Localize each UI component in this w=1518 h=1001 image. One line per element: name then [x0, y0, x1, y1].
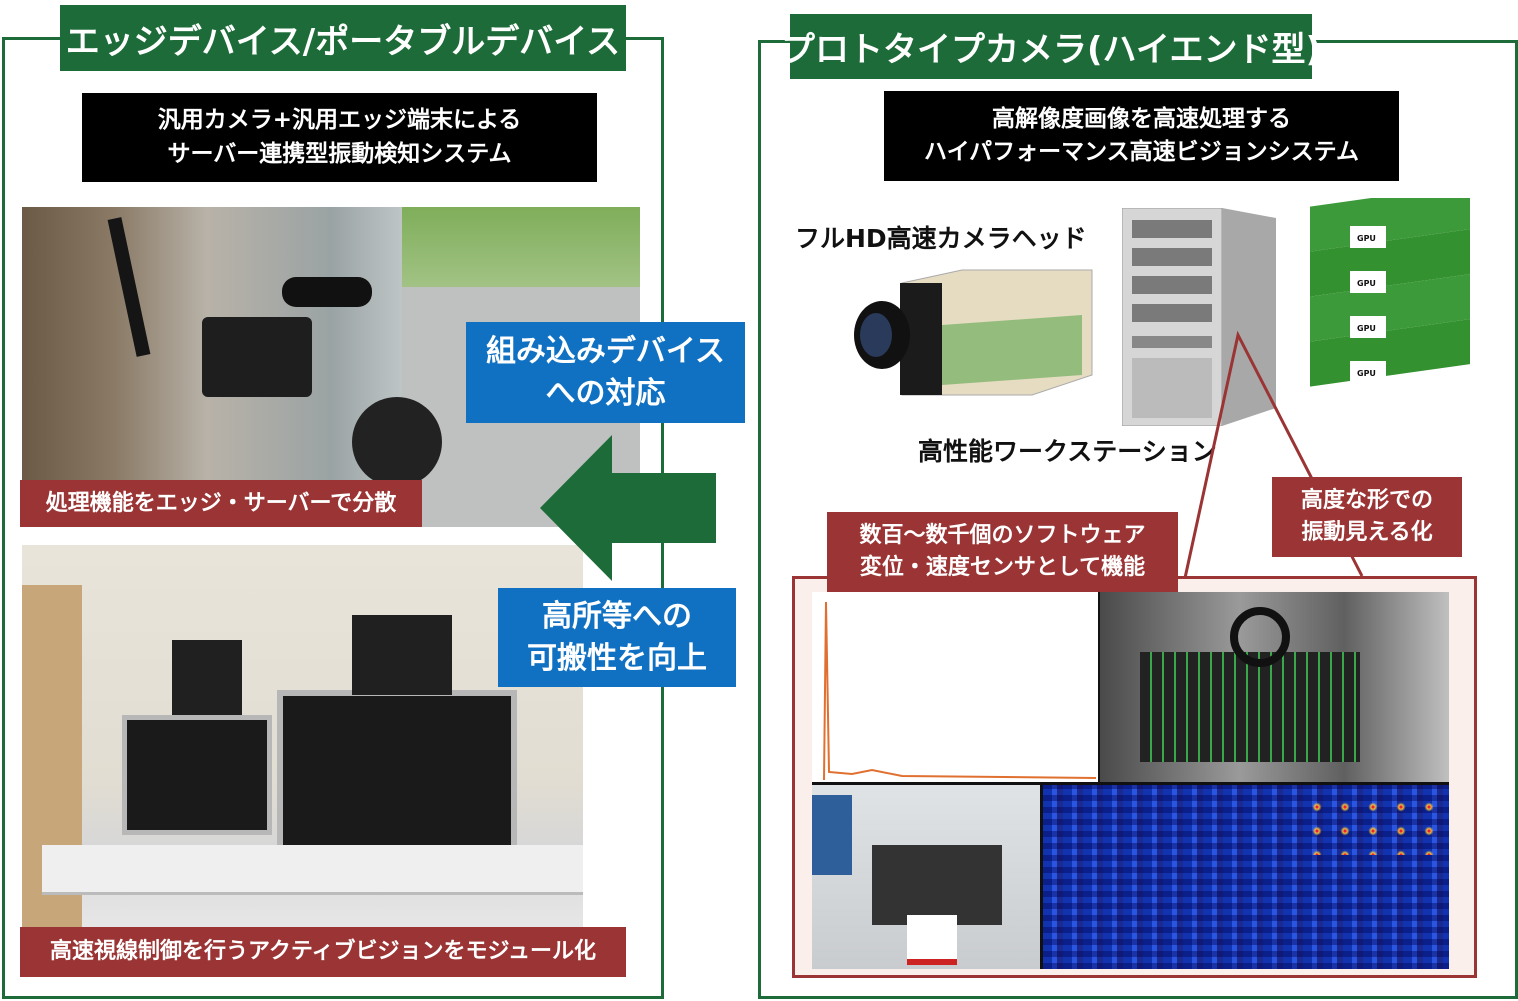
callout-line: 組み込みデバイス	[485, 333, 726, 369]
portability-callout: 高所等への 可搬性を向上	[498, 588, 736, 687]
callout-line: 可搬性を向上	[527, 640, 707, 676]
high-speed-camera-icon	[854, 269, 1093, 396]
callout-line: 数百～数千個のソフトウェア	[859, 523, 1146, 549]
photo2-caption: 高速視線制御を行うアクティブビジョンをモジュール化	[20, 927, 626, 977]
camera-head-label: フルHD高速カメラヘッド	[795, 224, 1087, 253]
velocity-field-window	[1100, 592, 1449, 782]
screens	[812, 592, 1449, 969]
callout-line: 振動見える化	[1301, 520, 1433, 545]
subtitle-line: 汎用カメラ+汎用エッジ端末による	[157, 107, 522, 134]
callout-line: への対応	[545, 375, 666, 411]
left-arrow-icon	[540, 435, 716, 581]
prototype-panel-subtitle: 高解像度画像を高速処理する ハイパフォーマンス高速ビジョンシステム	[884, 91, 1399, 181]
subtitle-line: サーバー連携型振動検知システム	[167, 140, 512, 167]
subtitle-line: 高解像度画像を高速処理する	[992, 105, 1291, 132]
edge-panel-subtitle: 汎用カメラ+汎用エッジ端末による サーバー連携型振動検知システム	[82, 93, 597, 182]
gpu-cards-icon: GPU GPU GPU GPU	[1310, 198, 1470, 387]
workstation-label: 高性能ワークステーション	[918, 437, 1217, 466]
callout-line: 高所等への	[542, 598, 692, 634]
edge-panel-title: エッジデバイス/ポータブルデバイス	[60, 5, 626, 71]
callout-line: 変位・速度センサとして機能	[859, 555, 1146, 580]
gpu-chip-label: GPU	[1357, 369, 1376, 378]
gpu-chip-label: GPU	[1357, 279, 1376, 288]
spectrum-plot-window	[812, 592, 1098, 782]
workstation-icon	[1122, 208, 1276, 426]
vibration-visualization-callout: 高度な形での 振動見える化	[1272, 477, 1462, 557]
subtitle-line: ハイパフォーマンス高速ビジョンシステム	[924, 139, 1359, 165]
active-vision-module-photo	[22, 545, 583, 975]
gpu-chip-label: GPU	[1357, 324, 1376, 333]
software-sensor-callout: 数百～数千個のソフトウェア 変位・速度センサとして機能	[827, 512, 1178, 592]
gpu-chip-label: GPU	[1357, 234, 1376, 243]
heatmap-window	[1043, 785, 1449, 969]
prototype-panel-title: プロトタイプカメラ(ハイエンド型)	[781, 14, 1321, 79]
callout-line: 高度な形での	[1300, 488, 1433, 514]
photo1-caption: 処理機能をエッジ・サーバーで分散	[20, 480, 422, 527]
camera-view-window	[812, 785, 1040, 969]
embedded-device-callout: 組み込みデバイス への対応	[466, 322, 745, 423]
